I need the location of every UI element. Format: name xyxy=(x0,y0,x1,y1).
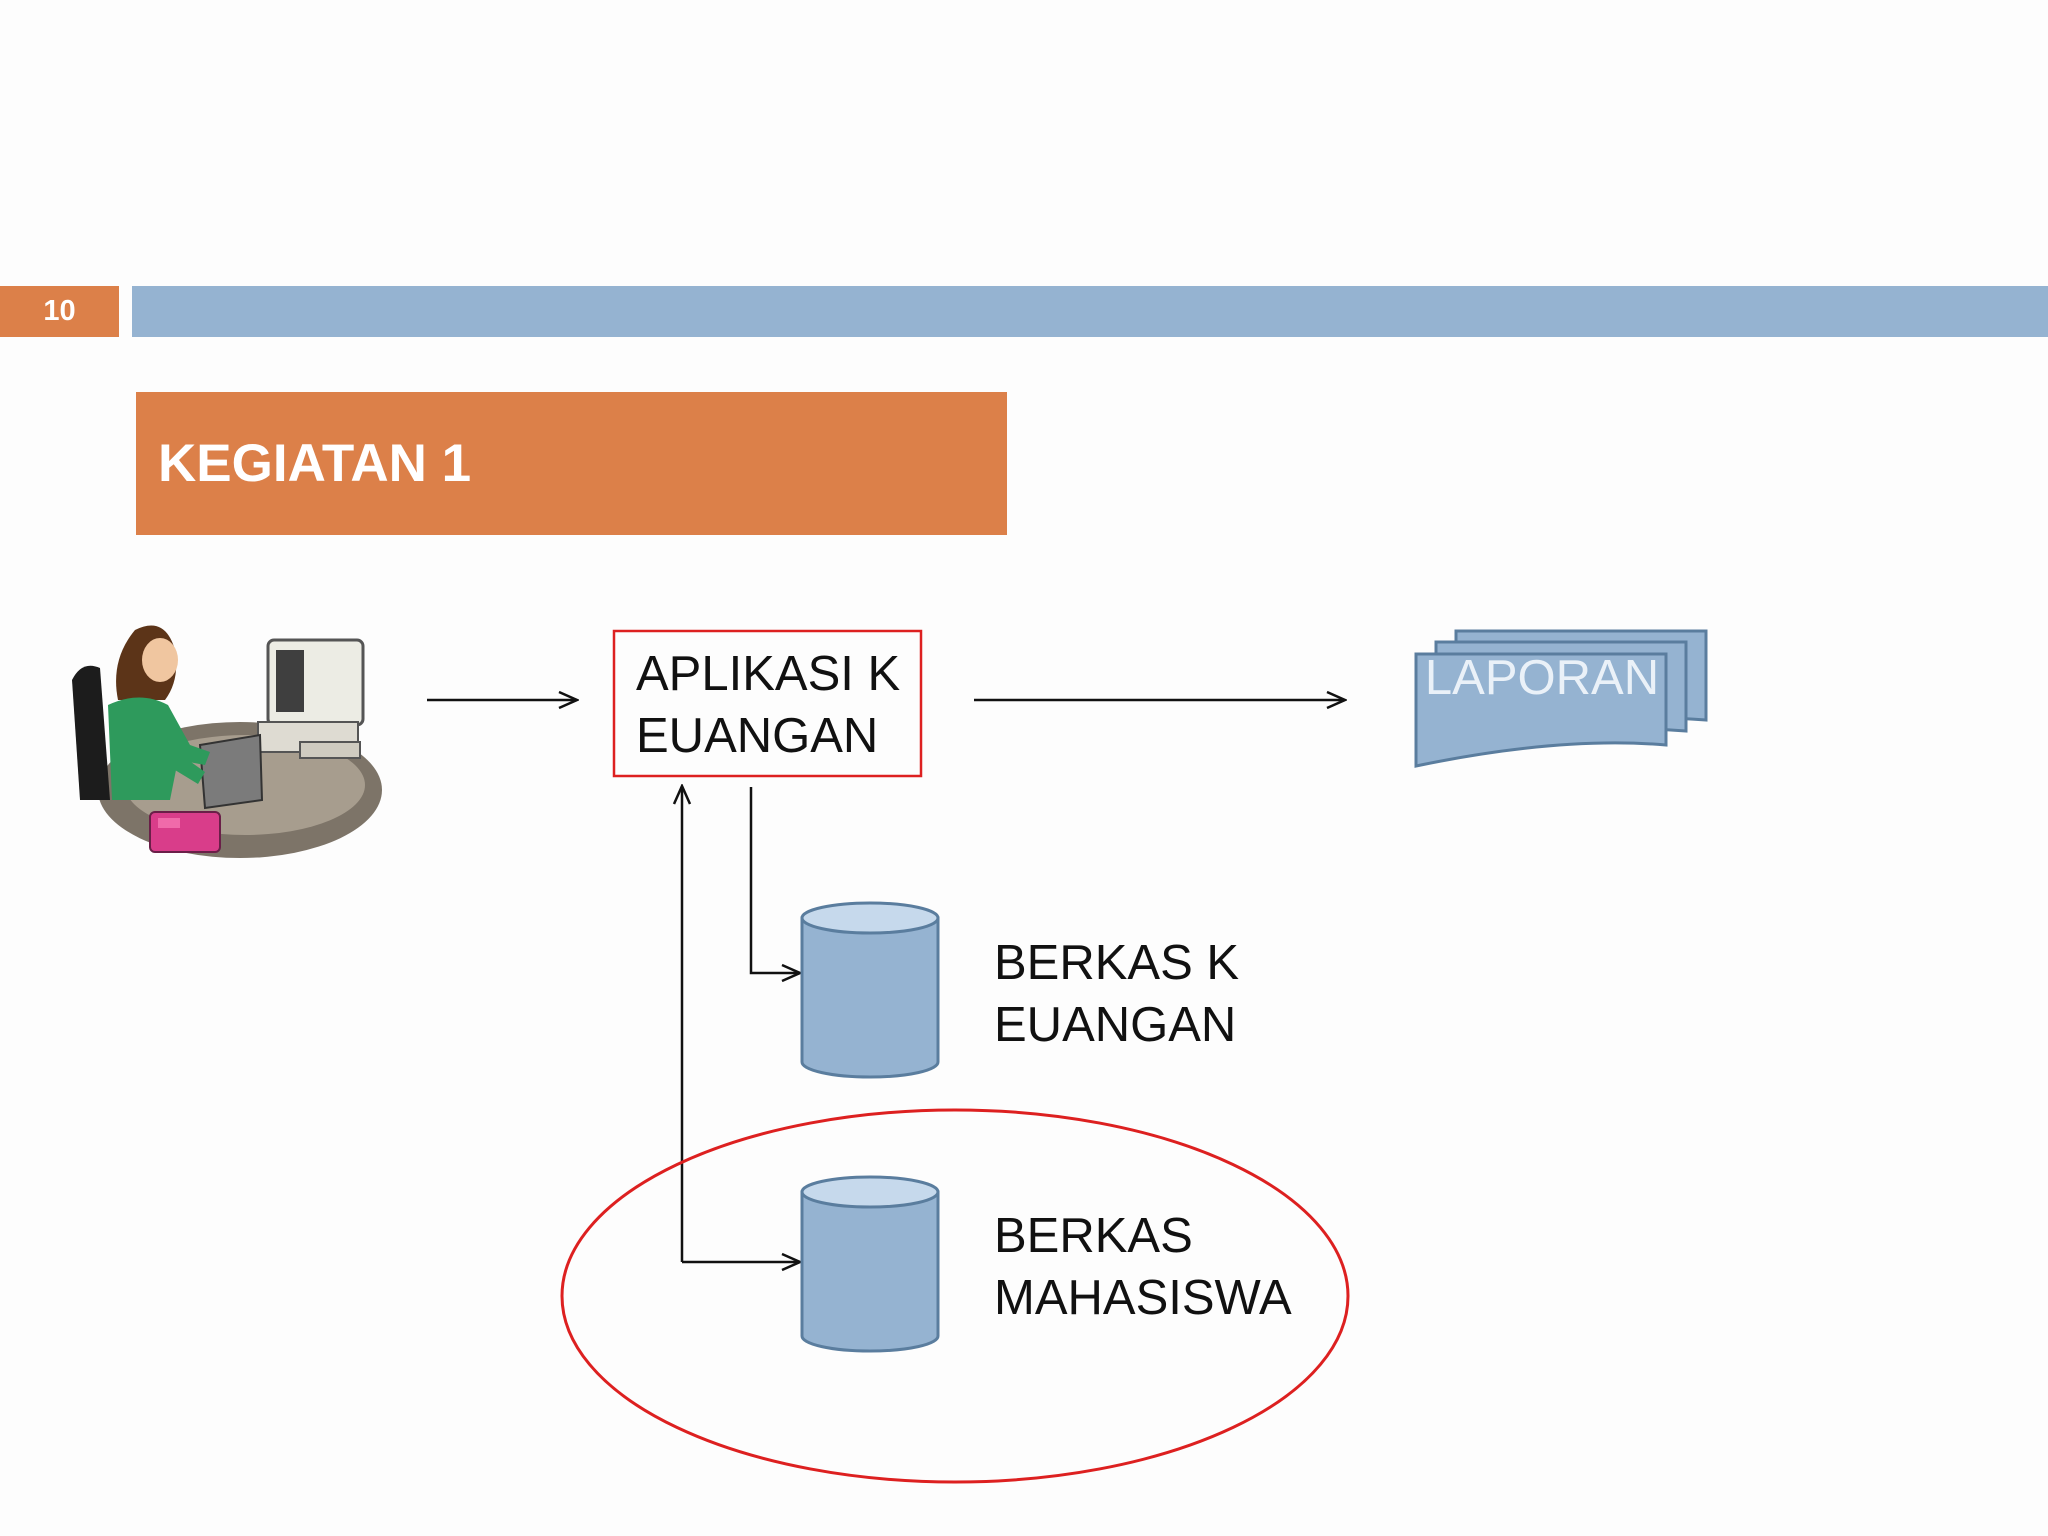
report-document-icon xyxy=(1414,629,1708,768)
slide-number: 10 xyxy=(0,286,119,337)
highlight-ellipse xyxy=(560,1108,1350,1484)
arrow-app-to-berkas-keuangan xyxy=(749,787,800,973)
berkas-keuangan-cylinder xyxy=(800,901,940,1079)
berkas-mahasiswa-label: BERKAS MAHASISWA xyxy=(994,1209,1292,1325)
header-bar xyxy=(132,286,2048,337)
berkas-mahasiswa-cylinder xyxy=(800,1175,940,1353)
slide-title: KEGIATAN 1 xyxy=(136,392,1007,535)
report-label: LAPORAN xyxy=(1424,651,1660,705)
person-at-computer-icon xyxy=(72,625,382,858)
process-label: APLIKASI KEUANGAN xyxy=(636,647,901,763)
process-box xyxy=(612,629,923,778)
berkas-keuangan-label: BERKAS KEUANGAN xyxy=(994,936,1240,1052)
